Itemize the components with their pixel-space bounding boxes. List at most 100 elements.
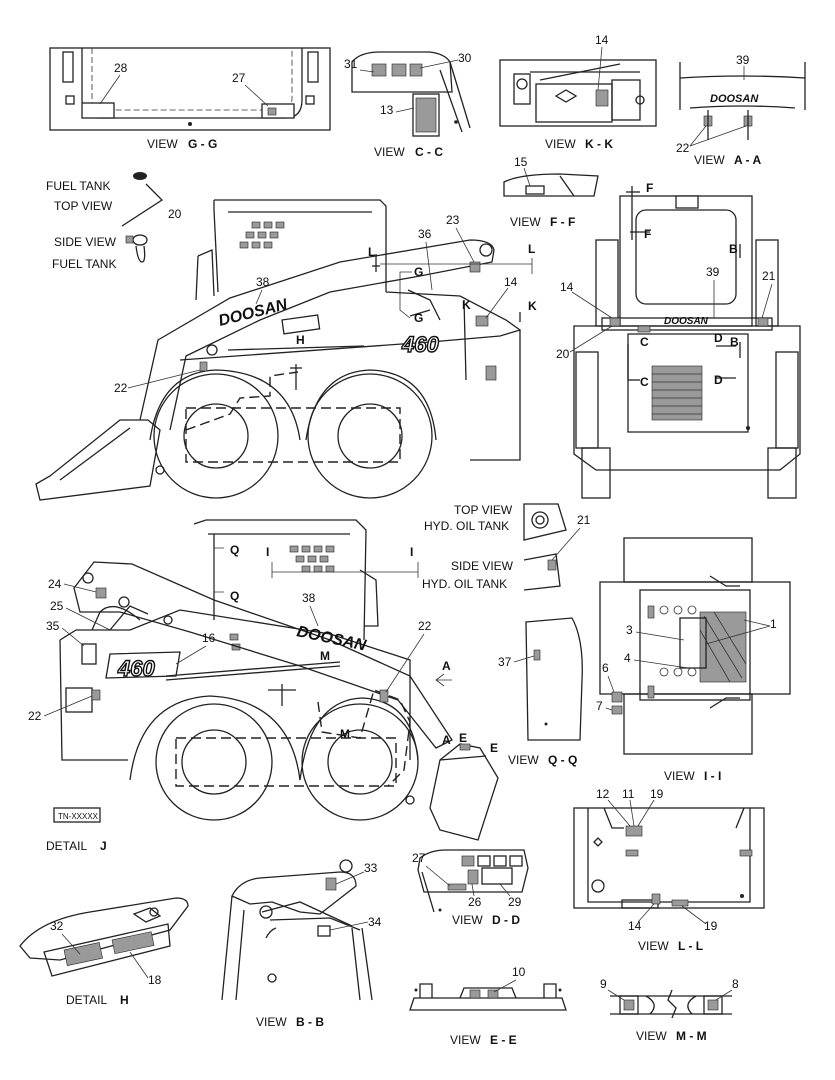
section-mark-d-bottom: D [714,373,723,387]
view-mm-prefix: VIEW [636,1029,667,1043]
view-bb-letters: B - B [296,1015,324,1029]
view-dd-letters: D - D [492,913,520,927]
callout-20-fuel: 20 [168,207,182,221]
view-ll-drawing [573,807,765,909]
section-mark-q-upper: Q [230,543,239,557]
detail-h-letters: H [120,993,129,1007]
section-mark-m-lower: M [340,727,350,741]
aa-logo: DOOSAN [710,93,759,105]
fuel-cap-drawing [121,172,164,263]
callout-14-kk: 14 [595,33,609,47]
section-mark-d-top: D [714,331,723,345]
callout-22-lower-right: 22 [418,619,432,633]
view-bb-drawing [221,859,373,1001]
callout-27-dd: 27 [412,851,426,865]
lower-logo: DOOSAN [295,623,368,654]
section-mark-q-lower: Q [230,589,239,603]
callout-4: 4 [624,651,631,665]
hyd-top-line2: HYD. OIL TANK [424,519,509,533]
view-qq-drawing [525,617,583,741]
callout-21-hyd: 21 [577,513,591,527]
side-view-lower-machine [59,519,499,841]
fuel-tank-top-line2: TOP VIEW [54,199,113,213]
callout-38-upper: 38 [256,275,270,289]
hyd-side-line1: SIDE VIEW [451,559,514,573]
callout-33: 33 [364,861,378,875]
callout-15: 15 [514,155,528,169]
callout-36: 36 [418,227,432,241]
callout-38-lower: 38 [302,591,316,605]
section-mark-g-lower: G [414,311,423,325]
callout-20-rear: 20 [556,347,570,361]
callout-23: 23 [446,213,460,227]
section-mark-k-left: K [462,298,471,312]
callout-13: 13 [380,103,394,117]
callout-21-rear: 21 [762,269,776,283]
callout-32: 32 [50,919,64,933]
callout-16: 16 [202,631,216,645]
callout-37: 37 [498,655,512,669]
tn-box-text: TN-XXXXX [58,812,99,821]
view-ee-drawing [409,983,567,1011]
callout-19-bottom: 19 [704,919,718,933]
upper-model-badge: 460 [401,332,439,357]
view-cc-drawing [351,51,471,137]
callout-22-upper: 22 [114,381,128,395]
callout-31: 31 [344,57,358,71]
view-qq-letters: Q - Q [548,753,577,767]
callout-11: 11 [622,787,635,801]
callout-30: 30 [458,51,472,65]
view-ee-prefix: VIEW [450,1033,481,1047]
callout-6: 6 [602,661,609,675]
section-mark-c-bottom: C [640,375,649,389]
hyd-side-line2: HYD. OIL TANK [422,577,507,591]
detail-j-letters: J [100,839,107,853]
callout-12: 12 [596,787,610,801]
section-mark-c-top: C [640,335,649,349]
view-ii-letters: I - I [704,769,721,783]
fuel-tank-top-line1: FUEL TANK [46,179,110,193]
section-mark-b-bottom: B [730,335,739,349]
view-aa-drawing [679,62,806,140]
callout-24: 24 [48,577,62,591]
view-mm-drawing [610,989,732,1019]
view-ii-drawing [599,537,791,755]
fuel-tank-side-line1: SIDE VIEW [54,235,117,249]
callout-19-top: 19 [650,787,664,801]
callout-10: 10 [512,965,526,979]
callout-35: 35 [46,619,60,633]
callout-22-lower-left: 22 [28,709,42,723]
section-mark-l-right: L [528,242,535,256]
callout-9: 9 [600,977,607,991]
callout-14-ll: 14 [628,919,642,933]
side-view-upper-machine [35,199,521,501]
hyd-top-line1: TOP VIEW [454,503,513,517]
view-ff-prefix: VIEW [510,215,541,229]
callout-18: 18 [148,973,162,987]
rear-logo: DOOSAN [664,316,709,327]
fuel-tank-side-line2: FUEL TANK [52,257,116,271]
callout-7: 7 [596,699,603,713]
detail-h-prefix: DETAIL [66,993,107,1007]
callout-34: 34 [368,915,382,929]
view-gg-letters: G - G [188,137,217,151]
section-mark-a-lower: A [442,733,451,747]
callout-14-upper: 14 [504,275,518,289]
callout-28: 28 [114,61,128,75]
view-ff-letters: F - F [550,215,575,229]
view-aa-letters: A - A [734,153,761,167]
callout-29: 29 [508,895,522,909]
callout-25: 25 [50,599,64,613]
section-mark-i-left: I [266,545,269,559]
view-ll-prefix: VIEW [638,939,669,953]
callout-27: 27 [232,71,246,85]
section-mark-i-right: I [410,545,413,559]
detail-h-drawing [19,897,189,977]
callout-3: 3 [626,623,633,637]
view-mm-letters: M - M [676,1029,707,1043]
view-ll-letters: L - L [678,939,703,953]
section-mark-b-top: B [729,242,738,256]
section-mark-m-upper: M [320,649,330,663]
callout-14-rear: 14 [560,280,574,294]
